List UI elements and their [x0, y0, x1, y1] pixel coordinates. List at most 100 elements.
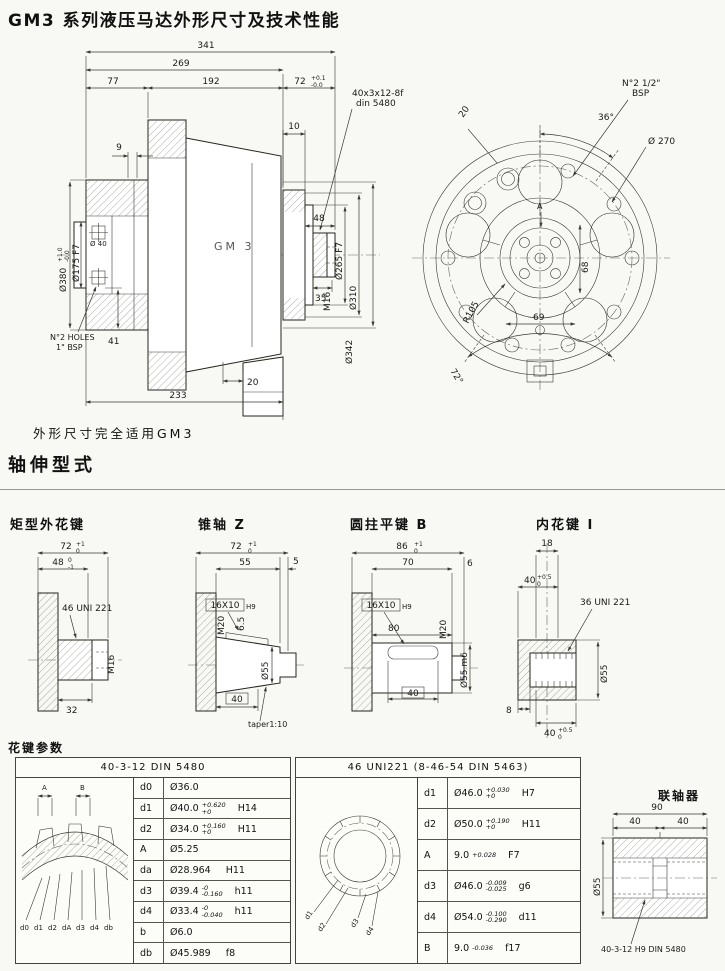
dim-8: 8	[506, 706, 512, 716]
bolt-holes	[440, 163, 640, 353]
param-cell: d3	[134, 881, 164, 902]
dim-77: 77	[107, 77, 118, 87]
svg-text:Ø55 m6: Ø55 m6	[459, 652, 470, 688]
hub-holes	[519, 237, 561, 335]
svg-text:Ø55: Ø55	[592, 877, 603, 896]
leader-d3: d3	[76, 924, 85, 932]
svg-text:0: 0	[414, 548, 418, 555]
dim-40: 40	[407, 689, 419, 699]
svg-text:0: 0	[537, 581, 541, 588]
svg-text:0: 0	[248, 548, 252, 555]
leader-dA: dA	[62, 924, 71, 932]
svg-text:M16: M16	[107, 655, 117, 674]
spigot	[304, 204, 314, 306]
thread-m20: M20	[439, 620, 449, 639]
param-cell: b	[134, 922, 164, 943]
dim-40-left: 40	[629, 817, 641, 827]
svg-text:Ø55: Ø55	[599, 664, 610, 683]
dim-40-right: 40	[677, 817, 689, 827]
param-cell: B	[418, 933, 448, 963]
mount-plate	[37, 592, 59, 712]
leader-db: db	[104, 924, 113, 932]
svg-text:68: 68	[581, 261, 591, 273]
svg-text:Ø265 F7: Ø265 F7	[334, 242, 345, 280]
dim-68: 68	[581, 261, 591, 273]
value-cell: Ø36.0	[170, 782, 199, 794]
key-label-box	[205, 598, 245, 612]
svg-text:0: 0	[76, 548, 80, 555]
thread-m20: M20	[217, 616, 227, 635]
shaft-taper-drawing: 72 +1 0 55 5 16X10 H9 M20 6.5 Ø55 40 tap…	[188, 541, 304, 729]
dim-d342: Ø342	[344, 340, 355, 364]
bsp-note: N°2 1/2"	[622, 79, 660, 89]
fit-note: 外形尺寸完全适用GM3	[33, 426, 195, 441]
key-shaft	[371, 642, 453, 694]
dim-20-front: 20	[457, 104, 472, 119]
dim-9: 9	[116, 143, 122, 153]
svg-text:20: 20	[457, 104, 472, 119]
dim-48: 48	[52, 558, 64, 568]
dim-18: 18	[541, 539, 553, 549]
angle-36: 36°	[598, 113, 614, 123]
svg-text:1" BSP: 1" BSP	[56, 343, 83, 352]
shaft-taper-title: 锥轴 Z	[198, 518, 246, 533]
dim-72: 72	[230, 542, 241, 552]
lobe	[445, 212, 491, 258]
param-cell: d4	[134, 902, 164, 922]
param-cell: d4	[418, 902, 448, 932]
uni-spline-sketch: d1 d2 d3 d4	[303, 815, 401, 937]
key-label-box	[361, 598, 401, 612]
param-cell: d2	[418, 809, 448, 839]
table-din5480: 40-3-12 DIN 5480 A B d0 d1 d2 dA d3 d4	[15, 757, 291, 964]
dim-10: 10	[288, 122, 300, 132]
dim-40: 40	[231, 695, 243, 705]
leader-d0: d0	[20, 924, 29, 932]
svg-text:M16: M16	[323, 292, 333, 311]
leader-d1: d1	[303, 909, 315, 921]
param-cell: A	[134, 840, 164, 860]
shaft-types-drawing: 72 +1 0 48 0 -1 46 UNI 221 M16 32 72 +1 …	[28, 539, 630, 741]
svg-text:-0.0: -0.0	[311, 82, 323, 89]
svg-text:d3: d3	[349, 917, 361, 929]
leader-d3: d3	[349, 917, 361, 929]
coupling-drawing: 90 40 40 Ø55 40-3-12 H9 DIN 5480	[592, 803, 717, 954]
label-b: B	[80, 784, 85, 792]
leader-d4: d4	[364, 925, 376, 937]
key-grade: H9	[246, 603, 256, 611]
dim-d175: Ø175 F7	[71, 244, 82, 282]
key-grade: H9	[402, 603, 412, 611]
value-cell: Ø5.25	[170, 844, 199, 856]
uni-spline-diagram: d1 d2 d3 d4	[296, 778, 418, 963]
lobe	[589, 212, 635, 258]
shaft-section-title: 轴伸型式	[8, 455, 96, 476]
param-cell: d1	[134, 798, 164, 819]
svg-text:din 5480: din 5480	[356, 99, 396, 109]
dim-d265: Ø265 F7	[334, 242, 345, 280]
svg-text:+1: +1	[414, 541, 423, 548]
bsp-ports	[463, 167, 520, 215]
dim-d310: Ø310	[348, 285, 359, 310]
spline-note: 46 UNI 221	[62, 604, 112, 614]
keyway	[387, 645, 439, 660]
shaft-key-title: 圆拄平键 B	[350, 518, 429, 533]
shaft-rect-title: 矩型外花键	[10, 518, 86, 533]
svg-text:+0.5: +0.5	[558, 727, 573, 734]
taper-shaft	[215, 636, 297, 694]
key-size: 16X10	[366, 601, 395, 611]
dim-35: 35	[315, 294, 326, 304]
table-uni221-title: 46 UNI221 (8-46-54 DIN 5463)	[296, 758, 580, 778]
spline-bore	[529, 652, 577, 688]
svg-text:d4: d4	[364, 925, 376, 937]
page-title: GM3 系列液压马达外形尺寸及技术性能	[8, 11, 341, 31]
